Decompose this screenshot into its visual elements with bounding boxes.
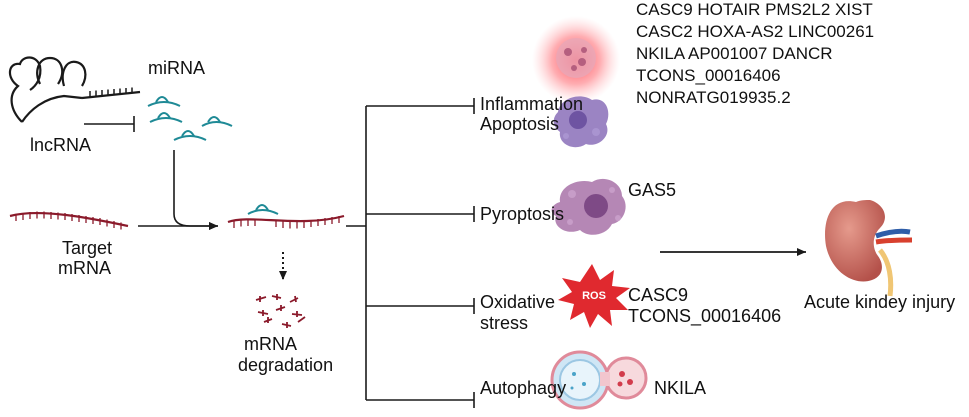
lncrna-list-item: CASC2 HOXA-AS2 LINC00261 <box>636 22 875 41</box>
autophagy-label: Autophagy <box>480 378 567 398</box>
apoptosis-cell-icon <box>553 96 609 148</box>
oxidative-lncrna: TCONS_00016406 <box>628 306 782 326</box>
autophagy-cell-icon <box>550 350 648 410</box>
target-mrna-label: mRNA <box>58 258 111 278</box>
pyroptosis-lncrna: GAS5 <box>628 180 677 200</box>
kidney-icon <box>825 200 913 297</box>
aki-outcome-label: Acute kindey injury <box>804 292 956 312</box>
inflammation-cell-icon <box>532 16 620 104</box>
lncrna-list-item: TCONS_00016406 <box>636 66 781 85</box>
lncrna-list-item: NKILA AP001007 DANCR <box>636 44 833 63</box>
lncrna-tail-ticks <box>89 87 133 97</box>
degradation-label: degradation <box>238 355 334 375</box>
mirna-cluster-icon <box>147 96 233 141</box>
oxidative-lncrna: CASC9 <box>628 285 689 305</box>
target-label: Target <box>62 238 113 258</box>
pyroptosis-label: Pyroptosis <box>480 204 565 224</box>
complex-mrna-strand <box>227 214 345 224</box>
complex-mrna-ticks <box>233 216 340 229</box>
bound-mirna-icon <box>247 204 279 215</box>
lncrna-structure-icon <box>8 56 141 123</box>
apoptosis-label: Apoptosis <box>480 114 560 134</box>
pathway-bracket <box>346 98 475 408</box>
target-mrna-ticks <box>15 211 122 230</box>
pyroptosis-cell-icon <box>551 178 626 235</box>
lncrna-label: lncRNA <box>30 135 92 155</box>
mirna-label: miRNA <box>148 58 205 78</box>
lncrna-list-item: CASC9 HOTAIR PMS2L2 XIST <box>636 0 873 19</box>
inflammation-label: Inflammation <box>480 94 584 114</box>
mirna-to-complex-arrow <box>173 150 218 230</box>
oxidative-label: Oxidative <box>480 292 556 312</box>
lncrna-inhibition-connector <box>84 116 135 132</box>
ros-burst-icon: ROS <box>558 264 630 328</box>
stress-label: stress <box>480 313 529 333</box>
degradation-mrna-label: mRNA <box>244 334 297 354</box>
lncrna-list-item: NONRATG019935.2 <box>636 88 791 107</box>
autophagy-lncrna: NKILA <box>654 378 707 398</box>
mrna-fragments-icon <box>255 294 306 328</box>
ros-label: ROS <box>582 290 606 302</box>
target-mrna-strand <box>9 211 129 228</box>
